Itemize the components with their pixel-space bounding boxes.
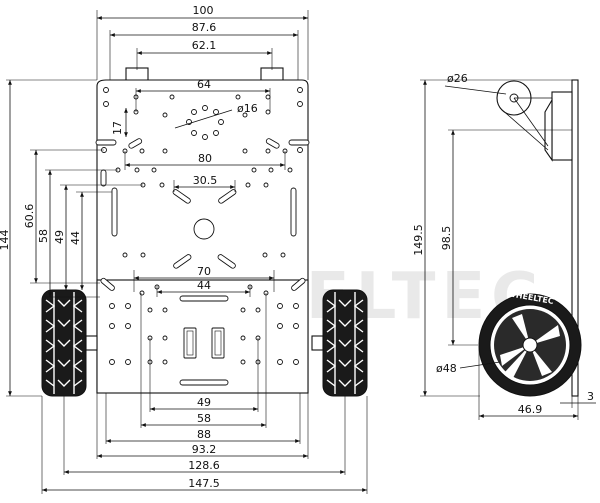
dim-80: 80 (198, 152, 212, 165)
dim-49-bottom: 49 (197, 396, 211, 409)
left-wheel (41, 289, 98, 397)
side-plate (571, 79, 579, 397)
dim-30-5: 30.5 (193, 174, 218, 187)
dim-17: 17 (111, 121, 124, 135)
side-view: WHEELTEC ø26 149.5 98.5 ø48 3 46.9 (412, 72, 596, 420)
side-wheel: WHEELTEC (478, 289, 582, 397)
dim-149-5: 149.5 (412, 224, 425, 256)
dim-60-6: 60.6 (23, 204, 36, 229)
dim-62-1: 62.1 (192, 39, 217, 52)
dim-70: 70 (197, 265, 211, 278)
dim-58-bottom: 58 (197, 412, 211, 425)
dim-64: 64 (197, 78, 211, 91)
dim-98-5: 98.5 (440, 226, 453, 251)
dim-58-left: 58 (37, 229, 50, 243)
dim-3: 3 (587, 390, 594, 403)
dim-o26: ø26 (447, 72, 468, 85)
dim-46-9: 46.9 (518, 403, 543, 416)
plate-slots (95, 138, 310, 386)
dim-144: 144 (0, 230, 11, 251)
dim-128-6: 128.6 (188, 459, 220, 472)
dim-147-5: 147.5 (188, 477, 220, 490)
dim-100: 100 (193, 4, 214, 17)
dim-49-left: 49 (53, 230, 66, 244)
bottom-dimensions: 49 58 88 93.2 128.6 147.5 (41, 293, 368, 494)
center-hole (193, 218, 215, 240)
dim-88: 88 (197, 428, 211, 441)
dim-93-2: 93.2 (192, 443, 217, 456)
dim-44-left: 44 (69, 231, 82, 245)
top-dimensions: 100 87.6 62.1 64 ø16 17 80 30.5 (96, 4, 309, 297)
dim-o48: ø48 (436, 362, 457, 375)
dim-44-top: 44 (197, 279, 211, 292)
plate-holes (101, 87, 303, 365)
dim-o16: ø16 (237, 102, 258, 115)
caster-bracket (551, 91, 573, 161)
dim-87-6: 87.6 (192, 21, 217, 34)
right-wheel (311, 289, 368, 397)
left-dimensions: 144 60.6 58 49 44 (0, 79, 143, 397)
